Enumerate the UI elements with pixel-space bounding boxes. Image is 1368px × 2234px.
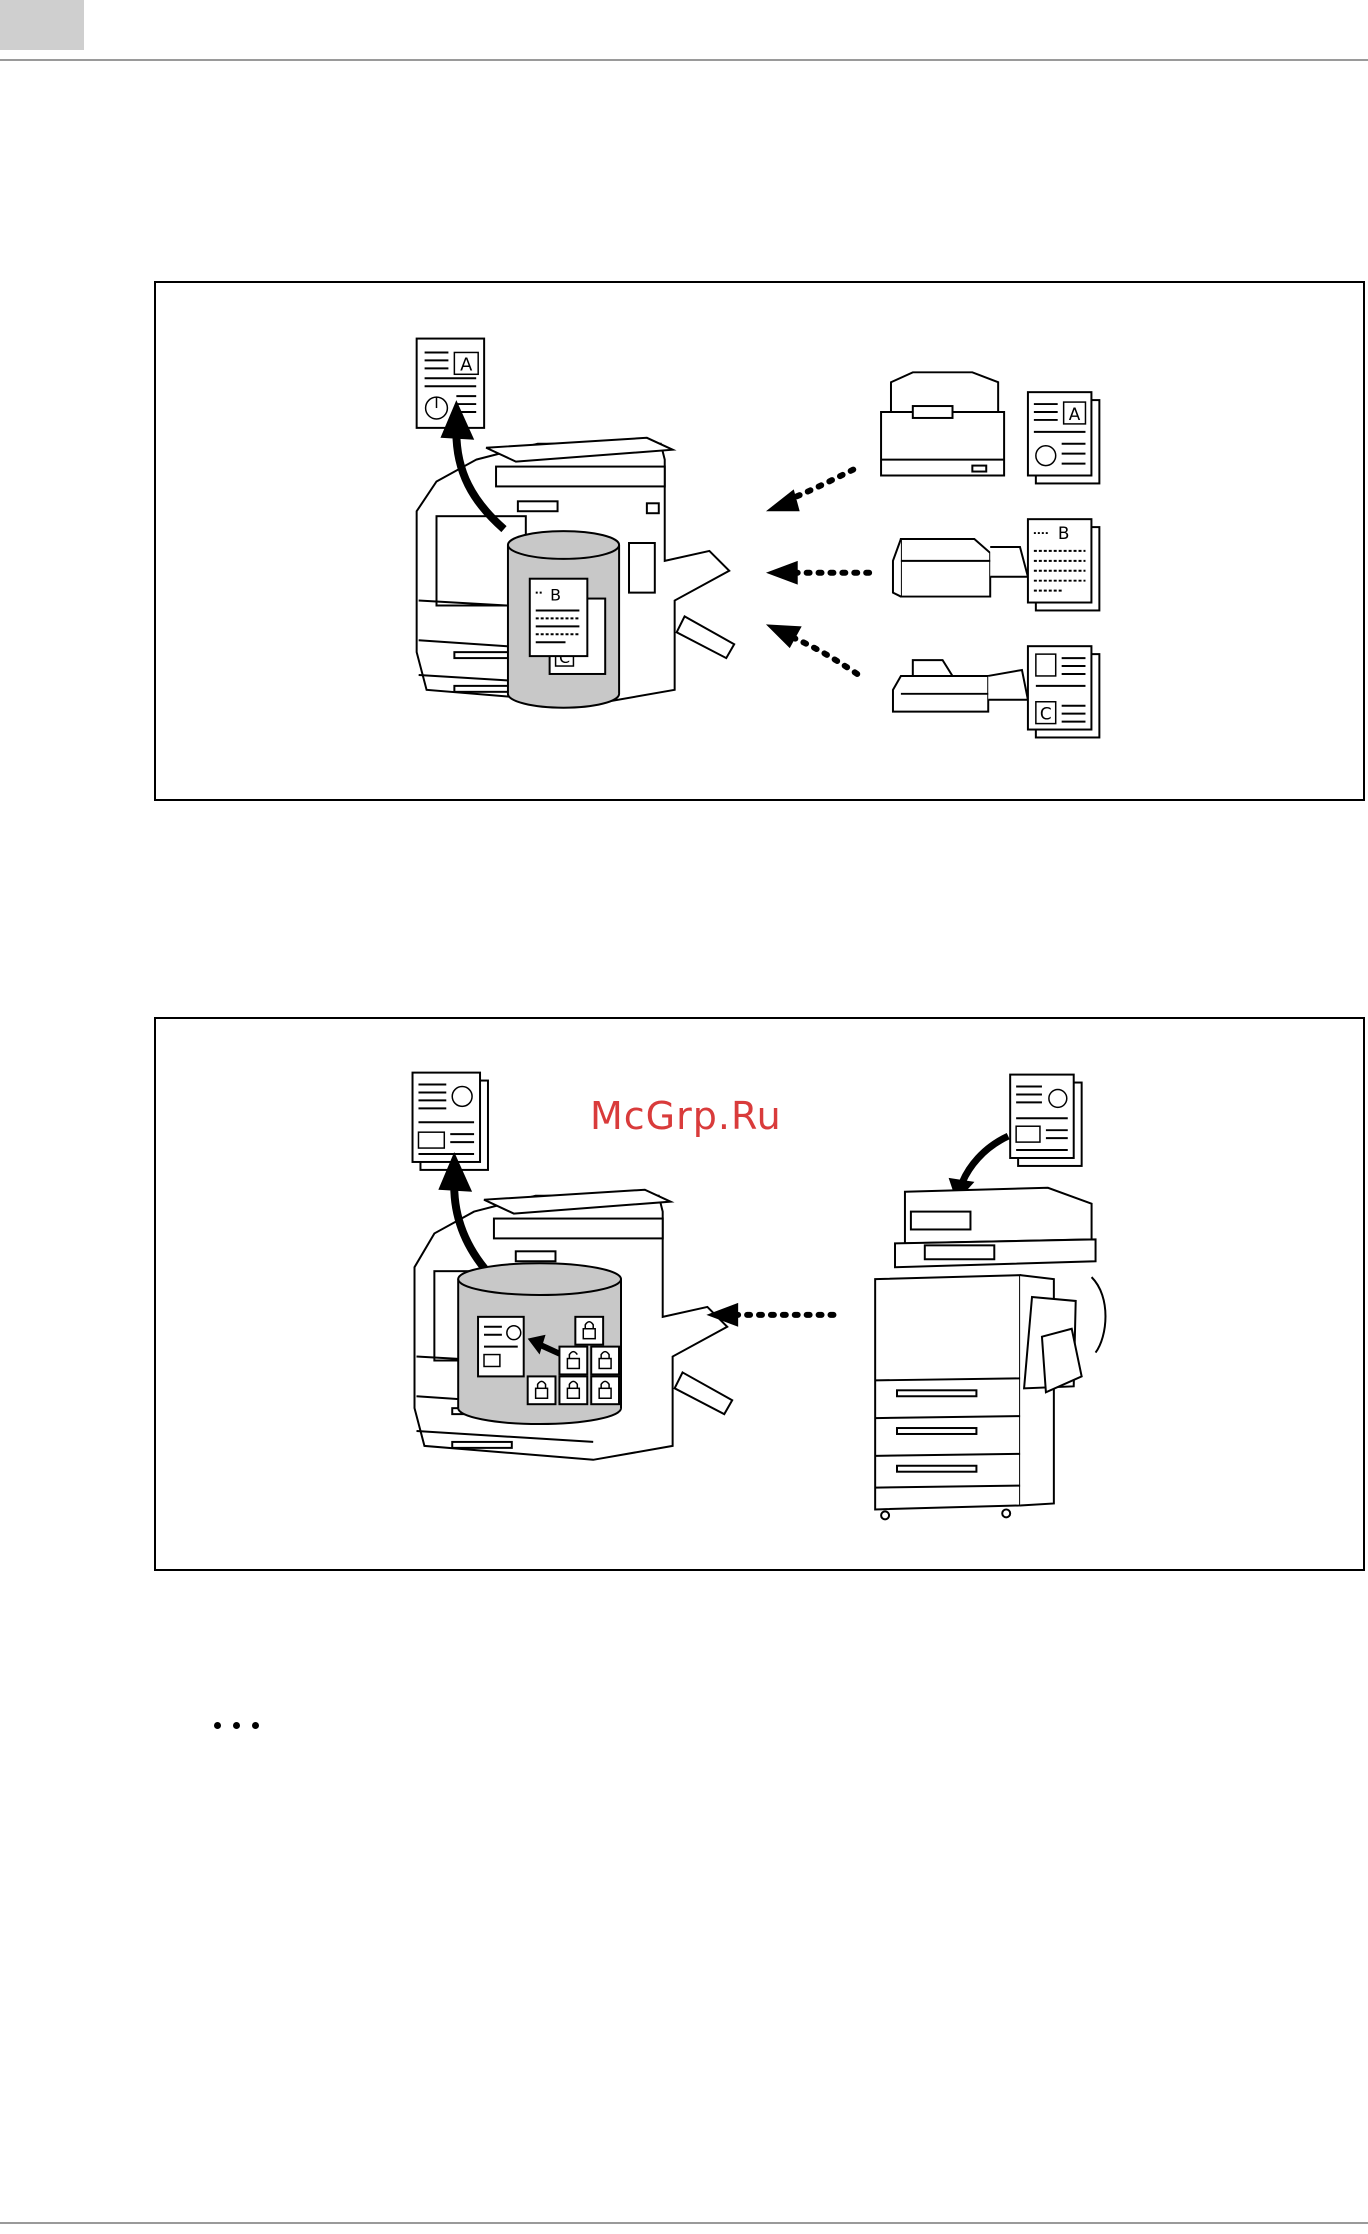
remote-fax-illustration bbox=[893, 660, 1028, 712]
source-mfp-illustration bbox=[875, 1188, 1105, 1520]
ellipsis-dot bbox=[214, 1722, 221, 1729]
print-job-arrow-3 bbox=[790, 636, 857, 674]
lock-box-4 bbox=[559, 1347, 587, 1375]
remote-document-a-icon: A bbox=[1028, 392, 1099, 483]
print-job-arrow-1-head bbox=[766, 489, 800, 511]
stored-document-b-icon: B bbox=[530, 579, 588, 656]
stored-document-icon bbox=[478, 1317, 524, 1377]
lock-box-2 bbox=[559, 1376, 587, 1404]
header-rule bbox=[0, 59, 1368, 61]
figure-illustration-print-storage: A bbox=[156, 283, 1363, 799]
output-document-icon bbox=[413, 1073, 488, 1170]
remote-printer-illustration bbox=[893, 539, 1028, 597]
remote-document-c-letter: C bbox=[1040, 704, 1052, 724]
lock-box-3 bbox=[591, 1376, 619, 1404]
remote-document-c-icon: C bbox=[1028, 646, 1099, 737]
lock-box-1 bbox=[528, 1376, 556, 1404]
ellipsis-dot bbox=[233, 1722, 240, 1729]
remote-copier-illustration bbox=[881, 372, 1004, 475]
remote-document-a-letter: A bbox=[1069, 404, 1081, 424]
ellipsis-dot bbox=[252, 1722, 259, 1729]
print-job-arrows bbox=[790, 470, 869, 674]
ellipsis-marker bbox=[214, 1722, 259, 1729]
lock-box-6 bbox=[575, 1317, 603, 1345]
remote-document-b-letter: B bbox=[1058, 523, 1070, 543]
scan-arrow bbox=[963, 1136, 1009, 1182]
figure-box-print-storage: A bbox=[154, 281, 1365, 801]
page-number-tab bbox=[0, 0, 84, 50]
output-document-letter: A bbox=[460, 354, 473, 375]
lock-box-5 bbox=[591, 1347, 619, 1375]
print-job-arrow-1 bbox=[790, 470, 854, 500]
print-job-arrow-2-head bbox=[766, 561, 798, 585]
footer-rule bbox=[0, 2222, 1368, 2224]
remote-document-b-icon: B bbox=[1028, 519, 1099, 610]
watermark-text: McGrp.Ru bbox=[590, 1094, 782, 1138]
stored-document-b-letter: B bbox=[550, 586, 561, 605]
source-document-icon bbox=[1010, 1075, 1081, 1166]
